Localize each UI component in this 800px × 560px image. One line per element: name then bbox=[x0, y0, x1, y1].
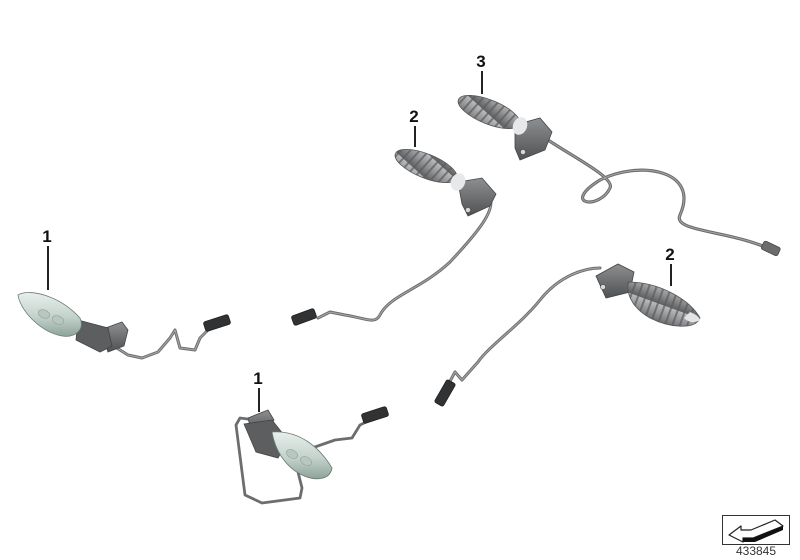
back-arrow-button[interactable] bbox=[722, 515, 790, 545]
callout-number-2-middle: 2 bbox=[409, 107, 419, 126]
image-id-label: 433845 bbox=[735, 544, 777, 558]
indicator-part-2-right[interactable] bbox=[434, 263, 701, 407]
callout-number-1-left: 1 bbox=[42, 227, 52, 246]
callout-number-1-bottom: 1 bbox=[253, 369, 263, 388]
leader-line-2-middle bbox=[414, 126, 416, 147]
leader-line-1-bottom bbox=[258, 388, 260, 412]
indicator-part-2-middle[interactable] bbox=[291, 143, 497, 326]
arrow-down-left-icon bbox=[728, 519, 784, 543]
callout-number-2-right: 2 bbox=[665, 245, 675, 264]
leader-line-1-left bbox=[47, 246, 49, 290]
callout-number-3-top: 3 bbox=[476, 52, 486, 71]
indicator-part-1-left[interactable] bbox=[17, 292, 231, 360]
leader-line-3-top bbox=[481, 71, 483, 94]
indicator-part-3[interactable] bbox=[454, 89, 781, 257]
indicator-part-1-bottom[interactable] bbox=[234, 406, 389, 505]
leader-line-2-right bbox=[670, 264, 672, 286]
